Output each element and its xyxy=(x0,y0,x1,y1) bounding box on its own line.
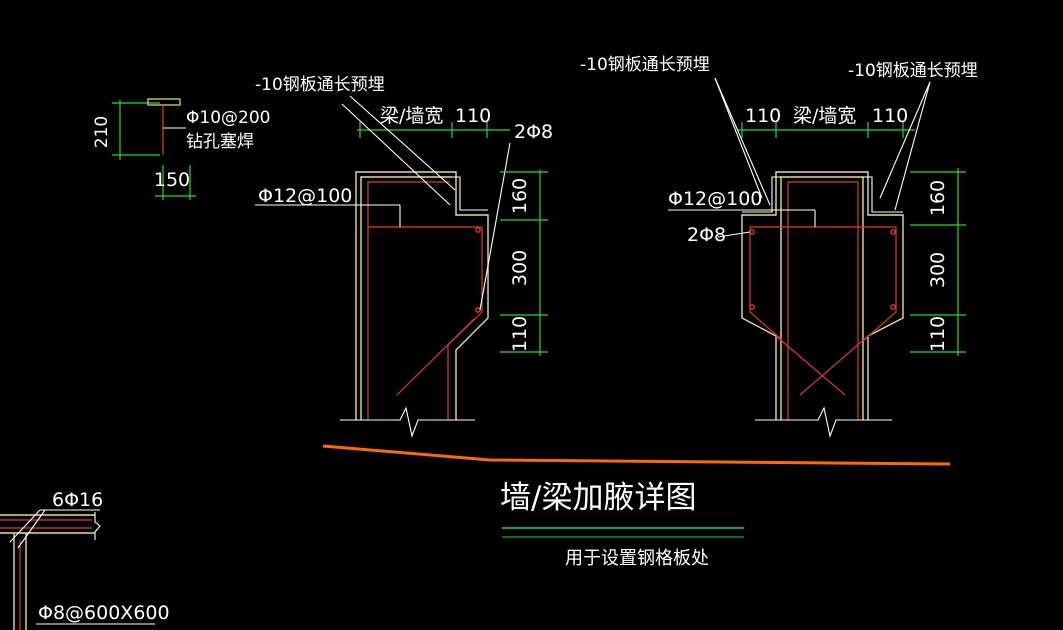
right-stirrup-label: Φ12@100 xyxy=(668,188,762,210)
detail-rebar-label: Φ10@200 xyxy=(186,108,270,128)
right-stirrup-outer xyxy=(787,181,859,420)
plate-detail: Φ10@200 钻孔塞焊 210 150 xyxy=(92,98,270,200)
left-rebar-dot-2 xyxy=(475,307,481,313)
left-haunch-bar xyxy=(447,227,483,420)
right-plate-right xyxy=(863,176,903,213)
right-plate-left xyxy=(742,176,781,213)
title-block: 墙/梁加腋详图 用于设置钢格板处 xyxy=(500,480,744,569)
left-plate-label: -10钢板通长预埋 xyxy=(255,75,385,95)
left-plate-leader-1 xyxy=(349,95,456,191)
right-dim-110-a: 110 xyxy=(745,105,781,127)
left-beam-width-label: 梁/墙宽 xyxy=(380,105,443,127)
drawing-title: 墙/梁加腋详图 xyxy=(500,480,696,516)
right-diagonal-2 xyxy=(799,335,869,396)
left-dim-110-vert: 110 xyxy=(509,316,531,352)
right-haunch-bar xyxy=(749,226,897,341)
right-plate-label-a: -10钢板通长预埋 xyxy=(580,55,710,75)
right-section: 110 梁/墙宽 110 -10钢板通长预埋 -10钢板通长预埋 Φ12@100… xyxy=(580,55,978,438)
bl-leader-1 xyxy=(9,509,41,543)
detail-dim-150: 150 xyxy=(154,169,190,191)
right-dim-110-b: 110 xyxy=(872,105,908,127)
left-plate-leader-2 xyxy=(341,103,451,206)
right-2phi8-label: 2Φ8 xyxy=(687,224,726,246)
left-plate xyxy=(452,176,488,211)
left-dim-160: 160 xyxy=(509,178,531,214)
right-outline-inner xyxy=(780,176,864,420)
left-section: 梁/墙宽 110 -10钢板通长预埋 Φ12@100 2Φ8 160 300 xyxy=(255,75,553,438)
right-plate-leader-b1 xyxy=(879,81,931,199)
ground-line xyxy=(322,444,951,466)
right-rebar-dot-1 xyxy=(749,229,755,235)
right-beam-width-label: 梁/墙宽 xyxy=(793,105,856,127)
embedded-plate-top xyxy=(147,98,181,106)
right-dim-300: 300 xyxy=(927,252,949,288)
right-plate-leader-a2 xyxy=(714,77,771,206)
bl-leader-2 xyxy=(17,509,46,549)
left-dim-110: 110 xyxy=(455,105,491,127)
left-outline-inner xyxy=(360,176,452,420)
left-stirrup-label: Φ12@100 xyxy=(258,185,352,207)
bl-mesh-label: Φ8@600X600 xyxy=(38,602,170,624)
right-diagonal-1 xyxy=(775,335,846,396)
right-rebar-dot-3 xyxy=(749,304,755,310)
left-stirrup-vert-left xyxy=(367,181,450,420)
left-2phi8-leader xyxy=(479,142,511,311)
right-rebar-dot-2 xyxy=(890,229,896,235)
left-2phi8-label: 2Φ8 xyxy=(514,121,553,143)
detail-weld-label: 钻孔塞焊 xyxy=(186,132,254,152)
right-dim-160: 160 xyxy=(927,180,949,216)
right-plate-label-b: -10钢板通长预埋 xyxy=(848,61,978,81)
left-outline-outer xyxy=(355,171,489,420)
bl-rebar-label: 6Φ16 xyxy=(52,489,103,511)
right-2phi8-leader xyxy=(717,231,751,238)
bl-break xyxy=(94,512,101,540)
right-outline-outer xyxy=(741,171,904,420)
right-plate-leader-b2 xyxy=(894,81,931,211)
right-rebar-dot-4 xyxy=(890,304,896,310)
right-break-line xyxy=(755,406,892,438)
left-dim-300: 300 xyxy=(509,250,531,286)
detail-dim-210: 210 xyxy=(92,116,112,148)
bottom-left-detail: 6Φ16 Φ8@600X600 xyxy=(0,489,170,630)
left-rebar-dot-1 xyxy=(475,227,481,233)
drawing-subtitle: 用于设置钢格板处 xyxy=(565,548,709,569)
left-break-line xyxy=(340,406,475,438)
right-plate-leader-a1 xyxy=(714,77,763,199)
left-diagonal-bar xyxy=(396,317,476,396)
right-dim-110-vert: 110 xyxy=(927,316,949,352)
